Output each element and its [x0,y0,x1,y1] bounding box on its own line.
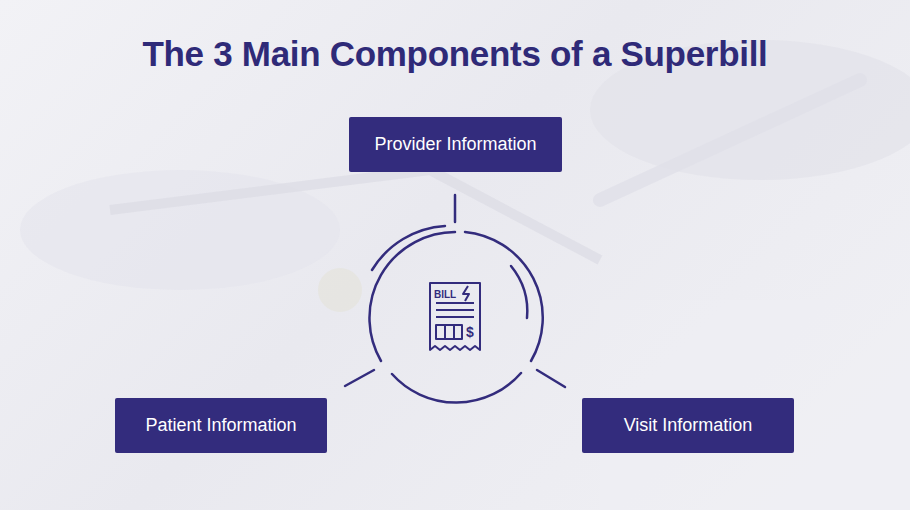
icon-label: $ [466,324,474,340]
component-box: Patient Information [115,398,327,453]
component-box: Visit Information [582,398,794,453]
component-box: Provider Information [349,117,562,172]
component-label: Provider Information [374,134,536,155]
component-label: Visit Information [624,415,753,436]
icon-label: BILL [434,289,456,300]
diagram-title: The 3 Main Components of a Superbill [0,34,910,74]
component-label: Patient Information [145,415,296,436]
